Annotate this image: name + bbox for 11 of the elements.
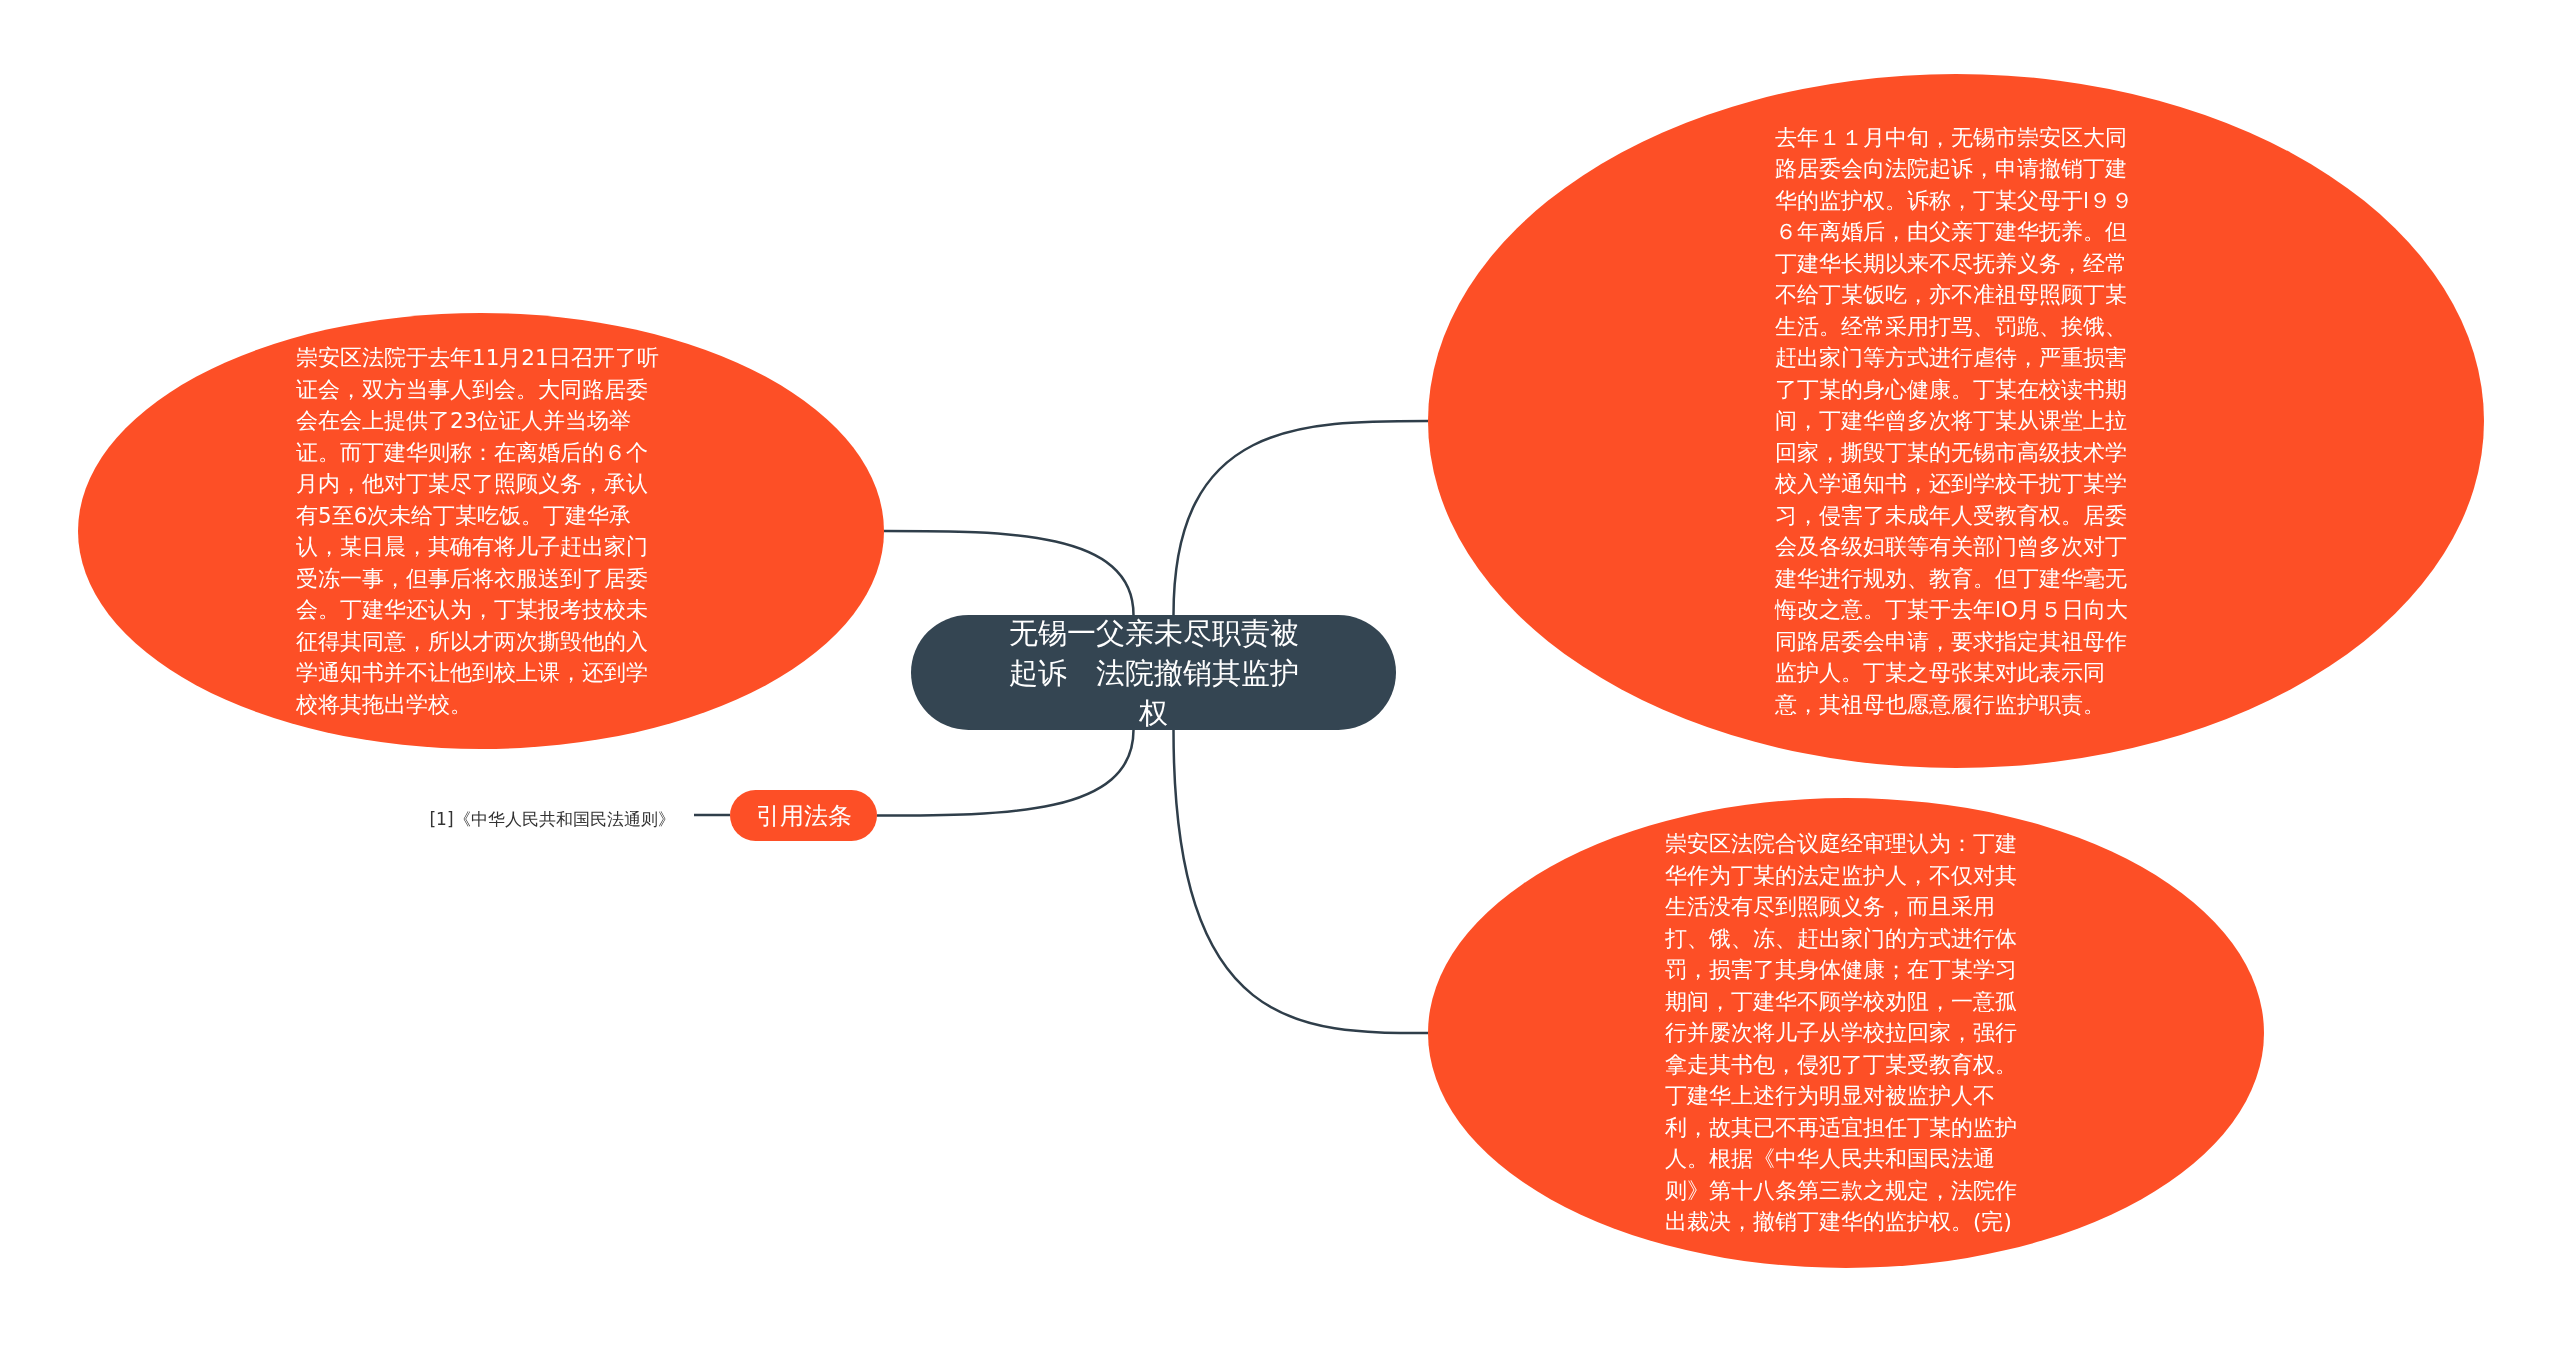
topic-pill: 引用法条: [730, 790, 877, 841]
topic-ellipse: 崇安区法院合议庭经审理认为：丁建华作为丁某的法定监护人，不仅对其生活没有尽到照顾义务，而且采用打、饿、冻、赶出家门的方式进行体罚，损害了其身体健康；在丁某学习期间，丁建华不顾学校劝阻，一意孤行并屡次将儿子从学校拉回家，强行拿走其书包，侵犯了丁某受教育权。丁建华上述行为明显对被监护人不利，故其已不再适宜担任丁某的监护人。根据《中华人民共和国民法通则》第十八条第三款之规定，法院作出裁决，撤销丁建华的监护权。(完): [1428, 798, 2264, 1268]
connector-line: [1172, 419, 1428, 616]
connector-line: [884, 529, 1135, 616]
connector-line: [1172, 729, 1428, 1035]
citation-text: [1]《中华人民共和国民法通则》: [410, 798, 694, 832]
connector-line: [877, 729, 1135, 817]
central-topic-box: 无锡一父亲未尽职责被起诉 法院撤销其监护权: [911, 615, 1396, 730]
topic-ellipse: 崇安区法院于去年11月21日召开了听证会，双方当事人到会。大同路居委会在会上提供了23位证人并当场举证。而丁建华则称：在离婚后的６个月内，他对丁某尽了照顾义务，承认有5至6次未给丁某吃饭。丁建华承认，某日晨，其确有将儿子赶出家门受冻一事，但事后将衣服送到了居委会。丁建华还认为，丁某报考技校未征得其同意，所以才两次撕毁他的入学通知书并不让他到校上课，还到学校将其拖出学校。: [78, 313, 884, 749]
connector-line: [694, 813, 730, 817]
topic-ellipse: 去年１１月中旬，无锡市崇安区大同路居委会向法院起诉，申请撤销丁建华的监护权。诉称，丁某父母于l９９６年离婚后，由父亲丁建华抚养。但丁建华长期以来不尽抚养义务，经常不给丁某饭吃，亦不准祖母照顾丁某生活。经常采用打骂、罚跪、挨饿、赶出家门等方式进行虐待，严重损害了丁某的身心健康。丁某在校读书期间，丁建华曾多次将丁某从课堂上拉回家，撕毁丁某的无锡市高级技术学校入学通知书，还到学校干扰丁某学习，侵害了未成年人受教育权。居委会及各级妇联等有关部门曾多次对丁建华进行规劝、教育。但丁建华毫无悔改之意。丁某于去年lO月５日向大同路居委会申请，要求指定其祖母作监护人。丁某之母张某对此表示同意，其祖母也愿意履行监护职责。: [1428, 74, 2484, 768]
